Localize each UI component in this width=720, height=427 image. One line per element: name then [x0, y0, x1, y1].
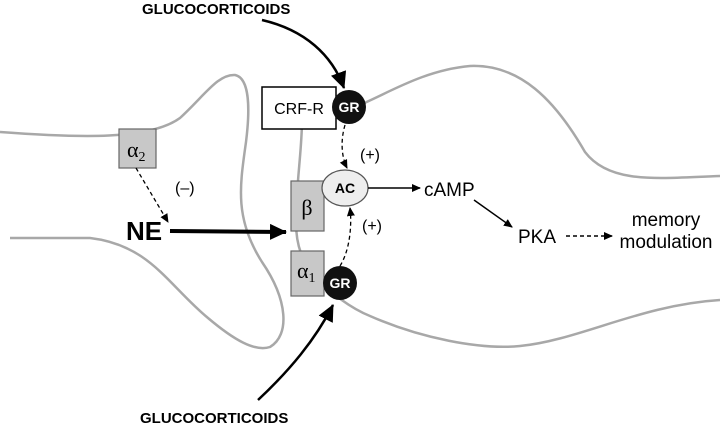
- glucocorticoids-top-arrow: [261, 18, 347, 89]
- alpha1-receptor: [290, 250, 325, 297]
- alpha2-inhibition-arrow: [135, 167, 169, 223]
- crf-r-label: CRF-R: [274, 101, 324, 118]
- minus-label: (–): [175, 180, 195, 197]
- beta-label: β: [301, 195, 312, 220]
- ne-label: NE: [126, 216, 162, 246]
- gr-top-circle: [332, 90, 366, 124]
- plus-bottom-label: (+): [362, 218, 382, 235]
- gr-bottom-circle: [323, 266, 357, 300]
- camp-label: cAMP: [424, 180, 475, 201]
- glucocorticoids-bottom-label: GLUCOCORTICOIDS: [140, 410, 288, 427]
- glucocorticoids-bottom-arrow: [257, 304, 335, 401]
- gr-top-label: GR: [339, 99, 360, 115]
- camp-to-pka-arrow: [473, 199, 513, 228]
- modulation-label: modulation: [620, 232, 713, 253]
- gr-bottom-label: GR: [330, 275, 351, 291]
- pka-label: PKA: [518, 227, 556, 248]
- glucocorticoids-top-label: GLUCOCORTICOIDS: [142, 1, 290, 18]
- memory-label: memory: [632, 210, 701, 231]
- alpha1-label: α1: [297, 258, 316, 286]
- ne-arrow: [169, 223, 287, 240]
- gr-bottom-to-ac-arrow: [339, 207, 355, 267]
- alpha2-receptor: [118, 128, 157, 169]
- beta-receptor: [290, 180, 325, 232]
- gr-top-to-ac-arrow: [339, 124, 348, 169]
- presynaptic-membrane: [0, 73, 285, 350]
- plus-top-label: (+): [360, 147, 380, 164]
- postsynaptic-membrane-top: [361, 64, 720, 180]
- alpha2-label: α2: [127, 137, 146, 165]
- ac-label: AC: [335, 180, 355, 196]
